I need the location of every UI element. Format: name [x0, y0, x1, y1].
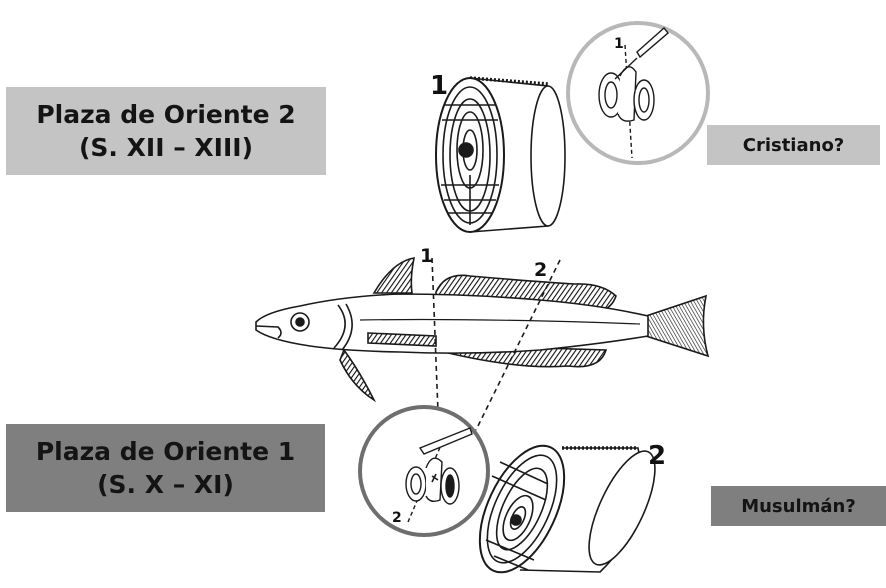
hake-fish-illustration — [256, 258, 708, 400]
inset-circle-cut-1 — [568, 23, 708, 163]
fish-steak-cut-1 — [436, 78, 565, 232]
cut-number-2: 2 — [648, 441, 666, 471]
cut-line-label-2: 2 — [534, 259, 547, 281]
fish-steak-cut-2 — [462, 433, 668, 585]
inset-cut-number-1: 1 — [614, 36, 624, 52]
cut-number-1: 1 — [430, 71, 448, 101]
inset-cut-number-2: 2 — [392, 510, 402, 526]
cut-line-label-1: 1 — [420, 245, 433, 267]
inset-circle-cut-2 — [360, 407, 488, 535]
